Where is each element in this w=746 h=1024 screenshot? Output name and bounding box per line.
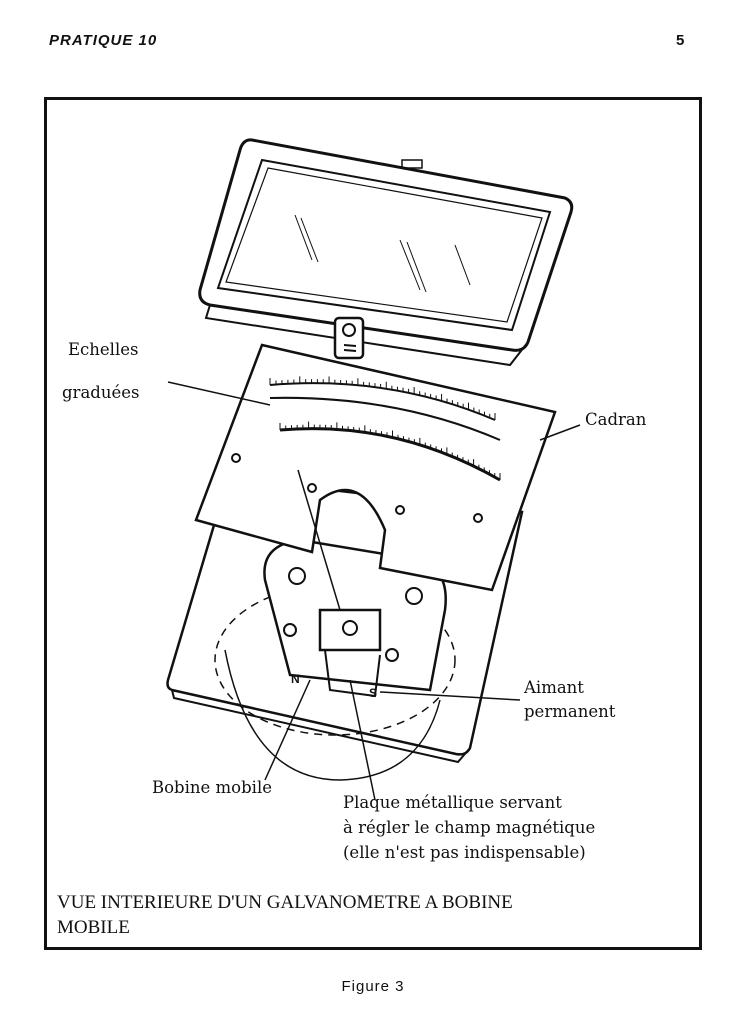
figure-number: Figure 3 — [341, 978, 405, 995]
label-plate-line3: (elle n'est pas indispensable) — [343, 843, 586, 862]
figure-caption-line1: VUE INTERIEURE D'UN GALVANOMETRE A BOBIN… — [57, 892, 513, 913]
page-number: 5 — [676, 32, 686, 49]
leader-lines — [167, 381, 581, 801]
figure-frame — [44, 97, 702, 950]
label-scales-line1: Echelles — [68, 340, 139, 359]
base-plate — [166, 476, 524, 781]
label-plate-line1: Plaque métallique servant — [343, 793, 562, 812]
label-coil: Bobine mobile — [152, 778, 272, 797]
figure-caption-line2: MOBILE — [57, 917, 130, 938]
label-dial: Cadran — [585, 410, 647, 429]
label-magnet-line2: permanent — [524, 702, 616, 721]
dial-plate — [194, 343, 557, 611]
cover-glass-lid — [198, 138, 574, 367]
pole-north-label: N — [291, 672, 300, 686]
pole-south-label: S — [369, 686, 377, 700]
section-header: PRATIQUE 10 — [49, 32, 158, 49]
label-magnet-line1: Aimant — [524, 678, 584, 697]
magnet-movement: N S — [263, 538, 447, 700]
label-scales-line2: graduées — [62, 383, 140, 402]
label-plate-line2: à régler le champ magnétique — [343, 818, 596, 837]
